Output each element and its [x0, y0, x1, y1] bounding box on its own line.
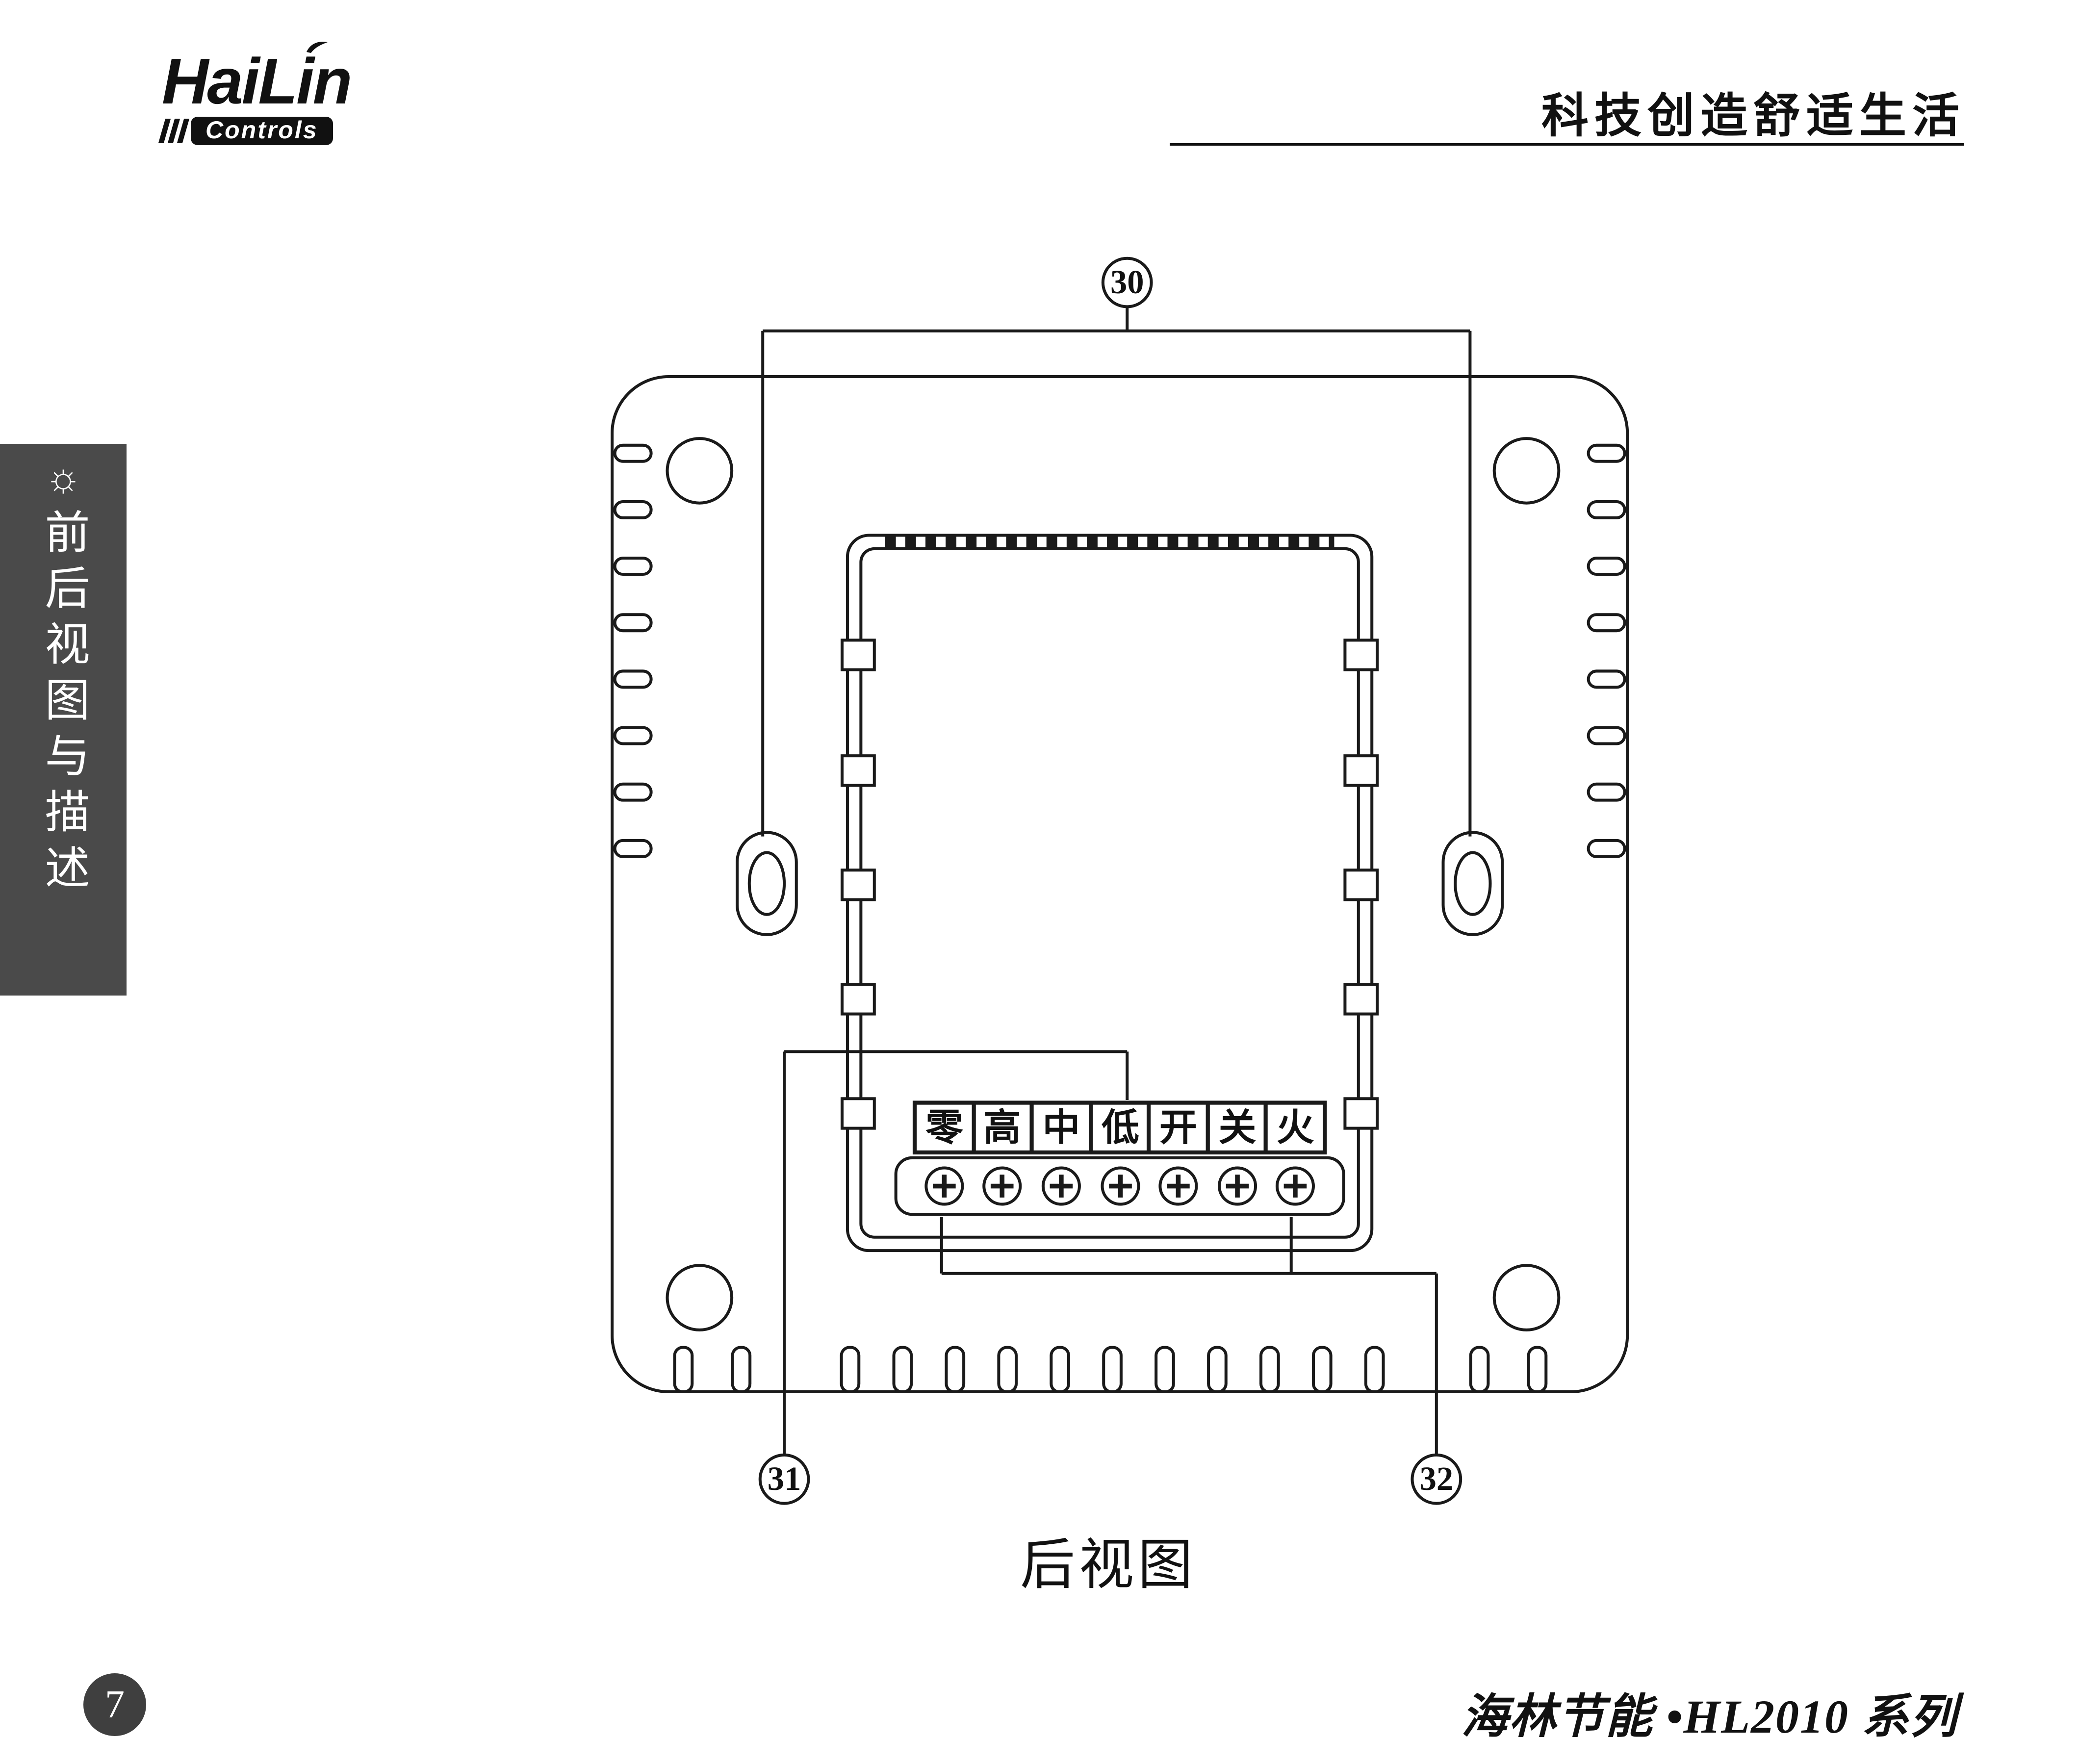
logo-sub-text: Controls	[191, 117, 333, 145]
callout-32-circle	[1411, 1453, 1462, 1505]
logo-brand-text: HaiLin	[162, 45, 352, 117]
logo-controls-row: Controls	[158, 117, 387, 145]
terminal-screw	[1103, 1168, 1139, 1204]
logo-bars-icon	[158, 119, 190, 143]
terminal-label: 关	[1219, 1107, 1257, 1149]
terminal-screw	[1277, 1168, 1313, 1204]
rear-view-diagram: 零 高 中 低 开 关 火 30	[611, 256, 1629, 1505]
callout-31-number: 31	[768, 1460, 801, 1497]
corner-screw-hole	[1492, 437, 1561, 505]
terminal-screw	[1043, 1168, 1079, 1204]
mounting-hole-right	[1441, 831, 1504, 936]
footer-series-label: 海林节能 •HL2010 系列	[1461, 1690, 1958, 1743]
terminal-label: 高	[983, 1107, 1021, 1149]
vent-slots-bottom	[675, 1348, 1546, 1392]
page-number-badge: 7	[83, 1673, 146, 1736]
terminal-label: 火	[1277, 1107, 1314, 1149]
sidebar-chapter-label: 前后视图与描述	[38, 509, 88, 900]
hailin-logo: HaiLin Controls	[158, 41, 387, 145]
corner-screw-holes	[666, 437, 1561, 1331]
callout-30: 30	[761, 256, 1472, 837]
terminal-label: 零	[925, 1107, 963, 1149]
page-number: 7	[105, 1683, 125, 1726]
leaf-icon	[307, 41, 328, 53]
terminal-label: 中	[1042, 1107, 1080, 1149]
terminal-label: 低	[1102, 1107, 1139, 1149]
callout-32: 32	[940, 1217, 1462, 1505]
header-rule	[1170, 143, 1964, 146]
callout-32-number: 32	[1420, 1460, 1454, 1497]
vent-slots-right	[1589, 445, 1625, 857]
gear-sun-icon: ☼	[45, 455, 82, 500]
terminal-label-row: 零 高 中 低 开 关 火	[912, 1100, 1327, 1155]
device-body-outline	[611, 375, 1629, 1394]
callout-30-circle	[1101, 256, 1153, 308]
corner-screw-hole	[1492, 1264, 1561, 1331]
sidebar-chapter-tab: ☼ 前后视图与描述	[0, 444, 127, 996]
vent-slots-left	[615, 445, 651, 857]
terminal-screw	[1219, 1168, 1256, 1204]
terminal-screw	[984, 1168, 1020, 1204]
terminal-screw	[926, 1168, 962, 1204]
terminal-screw-strip	[894, 1156, 1345, 1216]
callout-31-circle	[758, 1453, 810, 1505]
corner-screw-hole	[666, 437, 734, 505]
header-slogan: 科技创造舒适生活	[1541, 90, 1965, 142]
diagram-caption: 后视图	[1020, 1535, 1197, 1596]
callout-31: 31	[758, 1050, 1129, 1505]
terminal-label: 开	[1159, 1107, 1197, 1149]
terminal-screw	[1160, 1168, 1196, 1204]
mounting-hole-left	[736, 831, 798, 936]
corner-screw-hole	[666, 1264, 734, 1331]
callout-30-number: 30	[1110, 263, 1144, 301]
